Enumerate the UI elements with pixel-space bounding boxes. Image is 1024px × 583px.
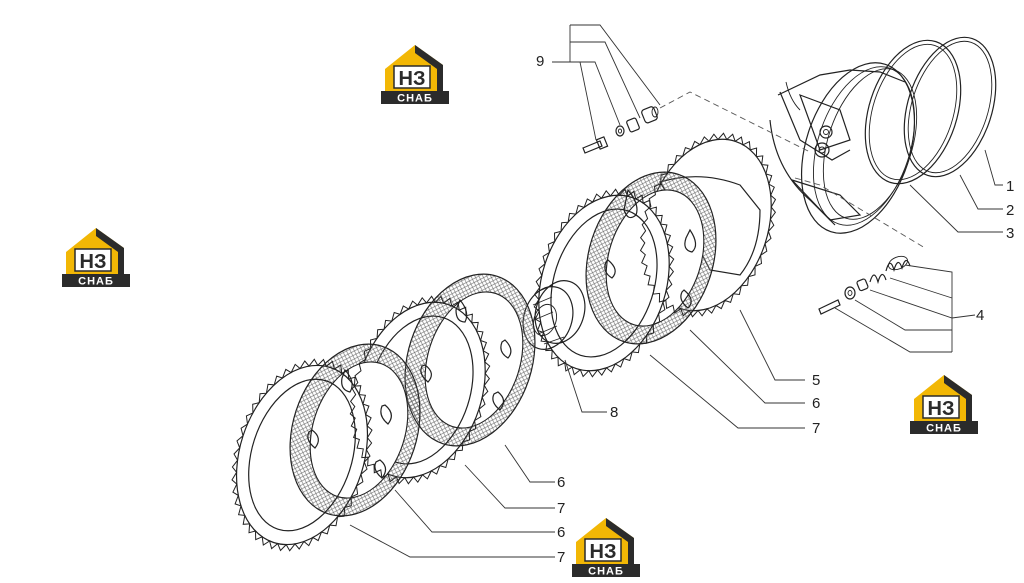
callout-7-upper: 7 xyxy=(812,420,820,437)
callout-2: 2 xyxy=(1006,202,1014,219)
callout-6-lower: 6 xyxy=(557,524,565,541)
leader-lines xyxy=(349,24,1003,558)
logo-top-text: НЗ xyxy=(80,251,107,273)
bolt-assembly-9 xyxy=(582,106,659,154)
friction-disc-6-middle xyxy=(404,273,536,447)
brand-logo-left: НЗ СНАБ xyxy=(62,222,130,288)
callout-6-upper: 6 xyxy=(812,395,820,412)
callout-labels: 9 1 2 3 4 5 6 7 8 6 7 6 7 xyxy=(536,53,1014,566)
callout-4: 4 xyxy=(976,307,984,324)
callout-7-lower: 7 xyxy=(557,549,565,566)
logo-top-text: НЗ xyxy=(590,541,617,563)
alignment-line-upper xyxy=(659,91,811,153)
callout-7-middle: 7 xyxy=(557,500,565,517)
disc-teeth xyxy=(231,132,777,552)
callout-6-middle: 6 xyxy=(557,474,565,491)
callout-5: 5 xyxy=(812,372,820,389)
gear-teeth-outline xyxy=(349,295,491,485)
brand-logo-top: НЗ СНАБ xyxy=(381,39,449,105)
gear-teeth-outline xyxy=(533,188,675,378)
logo-bottom-text: СНАБ xyxy=(926,423,962,435)
brand-logo-right: НЗ СНАБ xyxy=(910,369,978,435)
gear-teeth-outline xyxy=(231,358,373,552)
friction-disc-6-upper xyxy=(585,171,717,345)
logo-top-text: НЗ xyxy=(928,398,955,420)
callout-1: 1 xyxy=(1006,178,1014,195)
callout-9: 9 xyxy=(536,53,544,70)
gear-teeth-outline xyxy=(639,132,777,318)
logo-bottom-text: СНАБ xyxy=(78,276,114,288)
callout-3: 3 xyxy=(1006,225,1014,242)
piston-housing-3 xyxy=(769,62,918,234)
callout-8: 8 xyxy=(610,404,618,421)
logo-top-text: НЗ xyxy=(399,68,426,90)
logo-bottom-text: СНАБ xyxy=(397,93,433,105)
spring-assembly-4 xyxy=(818,255,911,315)
alignment-line-lower xyxy=(794,177,926,249)
brand-logo-bottom: НЗ СНАБ xyxy=(572,512,640,578)
o-ring-2 xyxy=(864,39,962,185)
logo-bottom-text: СНАБ xyxy=(588,566,624,578)
